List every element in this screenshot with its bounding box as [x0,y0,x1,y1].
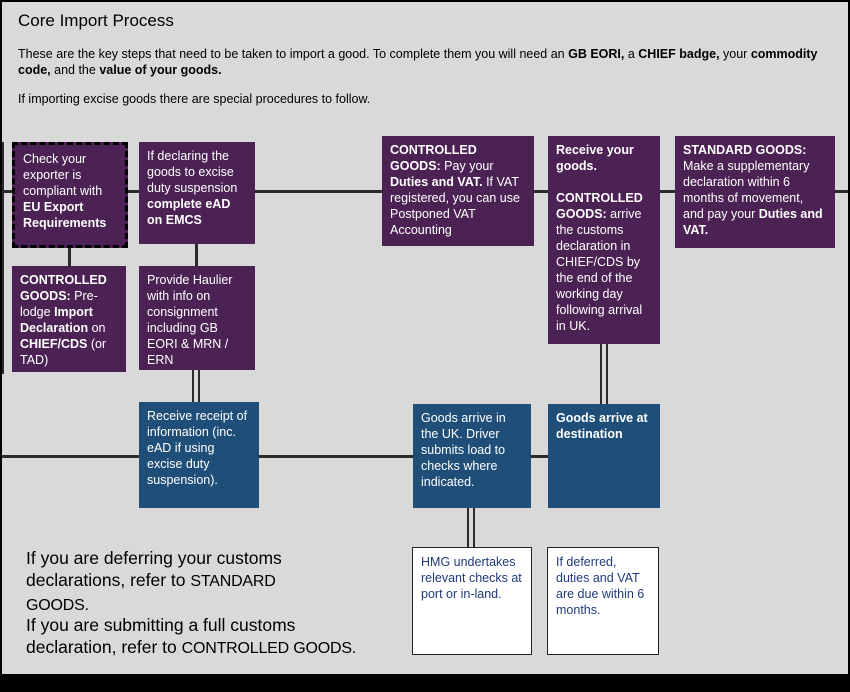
controlled-goods-reference: CONTROLLED GOODS. [181,640,357,657]
connector-receipt-a [192,370,194,404]
box-emphasis: CONTROLLED GOODS: [390,143,477,173]
connector-line-bottom [2,455,548,458]
box-emphasis: Duties and VAT. [683,207,823,237]
box-emphasis: CONTROLLED GOODS: [20,273,107,303]
box-receive-goods: Receive your goods. CONTROLLED GOODS: arr… [548,136,660,344]
connector-destination-b [606,342,608,406]
box-text: Provide Haulier with info on consignment… [147,273,233,367]
commodity-code-emphasis: commodity code, [18,47,818,77]
excise-note: If importing excise goods there are spec… [18,92,371,106]
box-receive-receipt: Receive receipt of information (inc. eAD… [139,402,259,508]
intro-text-part: your [719,47,751,61]
box-emphasis: Duties and VAT. [390,175,483,189]
chief-badge-emphasis: CHIEF badge, [638,47,720,61]
box-text: Check your exporter is compliant with [23,152,103,198]
intro-text-part: These are the key steps that need to be … [18,47,569,61]
box-text: If declaring the goods to excise duty su… [147,149,238,195]
box-text: Pay your [440,159,494,173]
box-prelodge-declaration: CONTROLLED GOODS: Pre-lodge Import Decla… [12,266,126,372]
gb-eori-emphasis: GB EORI, [568,47,625,61]
box-emphasis: Goods arrive at destination [556,411,648,441]
box-exporter-compliance: Check your exporter is compliant with EU… [12,142,128,248]
box-text: Pre-lodge [20,289,98,319]
connector-checks-b [473,508,475,550]
intro-text: These are the key steps that need to be … [18,46,838,78]
box-text: Goods arrive in the UK. Driver submits l… [421,411,506,489]
page-title: Core Import Process [18,11,174,30]
box-goods-arrive-destination: Goods arrive at destination [548,404,660,508]
box-text: If VAT registered, you can use Postponed… [390,175,520,237]
diagram-panel: Core Import Process These are the key st… [2,2,848,674]
connector-prelodge [68,246,71,268]
box-emphasis: EU Export Requirements [23,200,107,230]
box-pay-duties: CONTROLLED GOODS: Pay your Duties and VA… [382,136,534,246]
box-provide-haulier-info: Provide Haulier with info on consignment… [139,266,255,370]
box-text: on [88,321,106,335]
box-excise-ead: If declaring the goods to excise duty su… [139,142,255,244]
intro-text-part: a [624,47,639,61]
box-text: HMG undertakes relevant checks at port o… [421,555,522,601]
connector-haulier [195,242,198,268]
connector-destination-a [600,342,602,406]
value-of-goods-emphasis: value of your goods. [99,63,222,77]
note-full-declaration: If you are submitting a full customs dec… [26,614,366,660]
box-emphasis: complete eAD on EMCS [147,197,231,227]
note-text: If you are submitting a full customs dec… [26,615,296,657]
box-emphasis: CONTROLLED GOODS: [556,191,643,221]
note-text: If you are deferring your customs declar… [26,548,282,590]
box-text: Make a supplementary declaration within … [683,159,810,221]
box-text: (or TAD) [20,337,107,367]
box-emphasis: Receive your goods. [556,143,634,173]
note-deferring: If you are deferring your customs declar… [26,547,326,617]
connector-receipt-b [198,370,200,404]
box-deferred-duties: If deferred, duties and VAT are due with… [547,547,659,655]
connector-checks-a [467,508,469,550]
box-text: Receive receipt of information (inc. eAD… [147,409,248,487]
box-emphasis: CHIEF/CDS [20,337,88,351]
standard-goods-reference: STANDARD GOODS. [26,573,276,614]
box-hmg-checks: HMG undertakes relevant checks at port o… [412,547,532,655]
box-text: arrive the customs declaration in CHIEF/… [556,207,643,333]
box-standard-goods: STANDARD GOODS: Make a supplementary dec… [675,136,835,248]
box-emphasis: Import Declaration [20,305,93,335]
box-emphasis: STANDARD GOODS: [683,143,807,157]
box-text: If deferred, duties and VAT are due with… [556,555,645,617]
box-goods-arrive-uk: Goods arrive in the UK. Driver submits l… [413,404,531,508]
connector-line-left [2,142,4,374]
spacer [556,174,652,190]
intro-text-part: and the [50,63,100,77]
